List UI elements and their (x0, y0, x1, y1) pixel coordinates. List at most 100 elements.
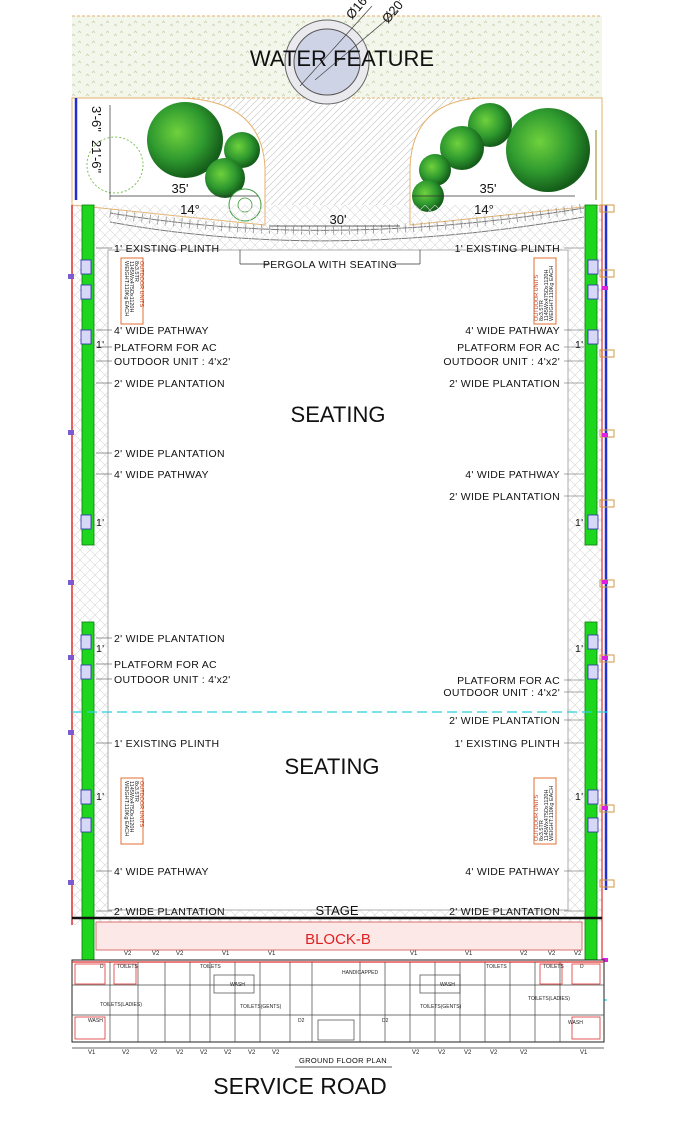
right-label: 4' WIDE PATHWAY (465, 325, 560, 337)
outdoor-unit-line: OUTDOOR UNITS (138, 261, 144, 307)
dim-left-mid: 21'-6" (89, 140, 104, 174)
window-tag: V2 (520, 1050, 528, 1056)
ground-floor-block (71, 959, 605, 1043)
outdoor-unit-boxes (120, 257, 557, 845)
window-tag: V2 (248, 1050, 256, 1056)
window-tag: V2 (176, 1050, 184, 1056)
window-tag: V2 (122, 1050, 130, 1056)
room-label: WASH (440, 982, 455, 988)
right-label: OUTDOOR UNIT : 4'x2' (443, 356, 560, 368)
outdoor-unit-line: 8x3.5TR (539, 300, 545, 321)
one-foot-dim: 1' (575, 339, 583, 351)
window-tag: V1 (465, 951, 473, 957)
dim-30: 30' (330, 212, 347, 227)
outdoor-unit-line: WEIGHT:110Kg EACH (549, 786, 555, 841)
one-foot-dim: 1' (575, 517, 583, 529)
room-label: WASH (568, 1020, 583, 1026)
window-tag: V1 (268, 951, 276, 957)
right-label: 2' WIDE PLANTATION (449, 906, 560, 918)
outdoor-unit-line: 8x3.5TR (133, 781, 139, 802)
outdoor-unit-line: OUTDOOR UNITS (534, 275, 540, 321)
room-label: TOILETS(LADIES) (100, 1002, 142, 1008)
right-label: PLATFORM FOR AC (457, 675, 560, 687)
window-tag: V2 (490, 1050, 498, 1056)
room-label: TOILETS(GENTS) (420, 1004, 462, 1010)
right-label: 4' WIDE PATHWAY (465, 469, 560, 481)
window-tag: V1 (580, 1050, 588, 1056)
room-label: WASH (88, 1018, 103, 1024)
right-label: 2' WIDE PLANTATION (449, 378, 560, 390)
angle-left: 14° (180, 202, 200, 217)
left-label: OUTDOOR UNIT : 4'x2' (114, 674, 231, 686)
window-tag: V2 (176, 951, 184, 957)
water-feature-inner (293, 28, 361, 96)
outdoor-unit-line: OUTDOOR UNITS (138, 781, 144, 827)
one-foot-dim: 1' (96, 643, 104, 655)
left-label: 2' WIDE PLANTATION (114, 448, 225, 460)
left-label: 2' WIDE PLANTATION (114, 633, 225, 645)
left-label: 2' WIDE PLANTATION (114, 906, 225, 918)
one-foot-dim: 1' (96, 517, 104, 529)
right-labels: 1' EXISTING PLINTH 4' WIDE PATHWAY PLATFOR… (443, 243, 584, 918)
window-tag: V1 (88, 1050, 96, 1056)
left-label: 1' EXISTING PLINTH (114, 243, 219, 255)
seating-label-2: SEATING (285, 754, 380, 779)
window-tag: V2 (200, 1050, 208, 1056)
right-label: 2' WIDE PLANTATION (449, 715, 560, 727)
block-label: BLOCK-B (305, 931, 371, 948)
plantation-right-1 (584, 204, 598, 546)
water-feature-title: WATER FEATURE (250, 46, 434, 71)
outdoor-unit-line: OUTDOOR UNITS (534, 795, 540, 841)
window-tag: V2 (124, 951, 132, 957)
left-label: 2' WIDE PLANTATION (114, 378, 225, 390)
dim-left-35: 35' (172, 181, 189, 196)
seating-label-1: SEATING (291, 402, 386, 427)
window-tag: V2 (520, 951, 528, 957)
window-tag: V2 (150, 1050, 158, 1056)
left-label: 4' WIDE PATHWAY (114, 866, 209, 878)
outdoor-unit-line: 8x3.5TR (539, 820, 545, 841)
outdoor-unit-line: 1145Wx475Dx1120H (544, 790, 550, 841)
window-tag: V1 (410, 951, 418, 957)
left-label: 4' WIDE PATHWAY (114, 325, 209, 337)
right-label: 1' EXISTING PLINTH (455, 738, 560, 750)
outdoor-unit-texts: OUTDOOR UNITS8x3.5TR1145Wx475Dx1120HWEIG… (123, 261, 555, 841)
room-label: TOILETS(GENTS) (240, 1004, 282, 1010)
room-label: TOILETS (117, 964, 138, 970)
left-labels: 1' EXISTING PLINTH 4' WIDE PATHWAY PLATFOR… (96, 243, 583, 918)
service-road-label: SERVICE ROAD (213, 1073, 386, 1099)
window-tag: V2 (152, 951, 160, 957)
right-label: OUTDOOR UNIT : 4'x2' (443, 687, 560, 699)
room-label: TOILETS(LADIES) (528, 996, 570, 1002)
right-label: 2' WIDE PLANTATION (449, 491, 560, 503)
window-tag: V2 (574, 951, 582, 957)
room-label: WASH (230, 982, 245, 988)
ac-platforms (80, 259, 599, 833)
one-foot-dim: 1' (96, 791, 104, 803)
plantation-left-1 (81, 204, 95, 546)
window-tag: V2 (438, 1050, 446, 1056)
outdoor-unit-line: WEIGHT:110Kg EACH (123, 781, 129, 836)
ground-floor-plan-label: GROUND FLOOR PLAN (299, 1056, 387, 1065)
outdoor-unit-line: WEIGHT:110Kg EACH (123, 261, 129, 316)
right-label: 1' EXISTING PLINTH (455, 243, 560, 255)
outdoor-unit-line: 1145Wx475Dx1120H (128, 781, 134, 832)
right-label: PLATFORM FOR AC (457, 342, 560, 354)
window-tag: V2 (272, 1050, 280, 1056)
window-tag: V2 (412, 1050, 420, 1056)
edge-ticks (68, 204, 615, 962)
outdoor-unit-line: 8x3.5TR (133, 261, 139, 282)
stage-label: STAGE (315, 903, 358, 918)
room-label: D2 (298, 1018, 305, 1024)
room-label: D (100, 964, 104, 970)
room-label: TOILETS (486, 964, 507, 970)
left-label: OUTDOOR UNIT : 4'x2' (114, 356, 231, 368)
window-tag: V2 (548, 951, 556, 957)
left-label: PLATFORM FOR AC (114, 659, 217, 671)
window-tag: V2 (224, 1050, 232, 1056)
left-label: PLATFORM FOR AC (114, 342, 217, 354)
room-label: D (580, 964, 584, 970)
window-tag: V1 (222, 951, 230, 957)
